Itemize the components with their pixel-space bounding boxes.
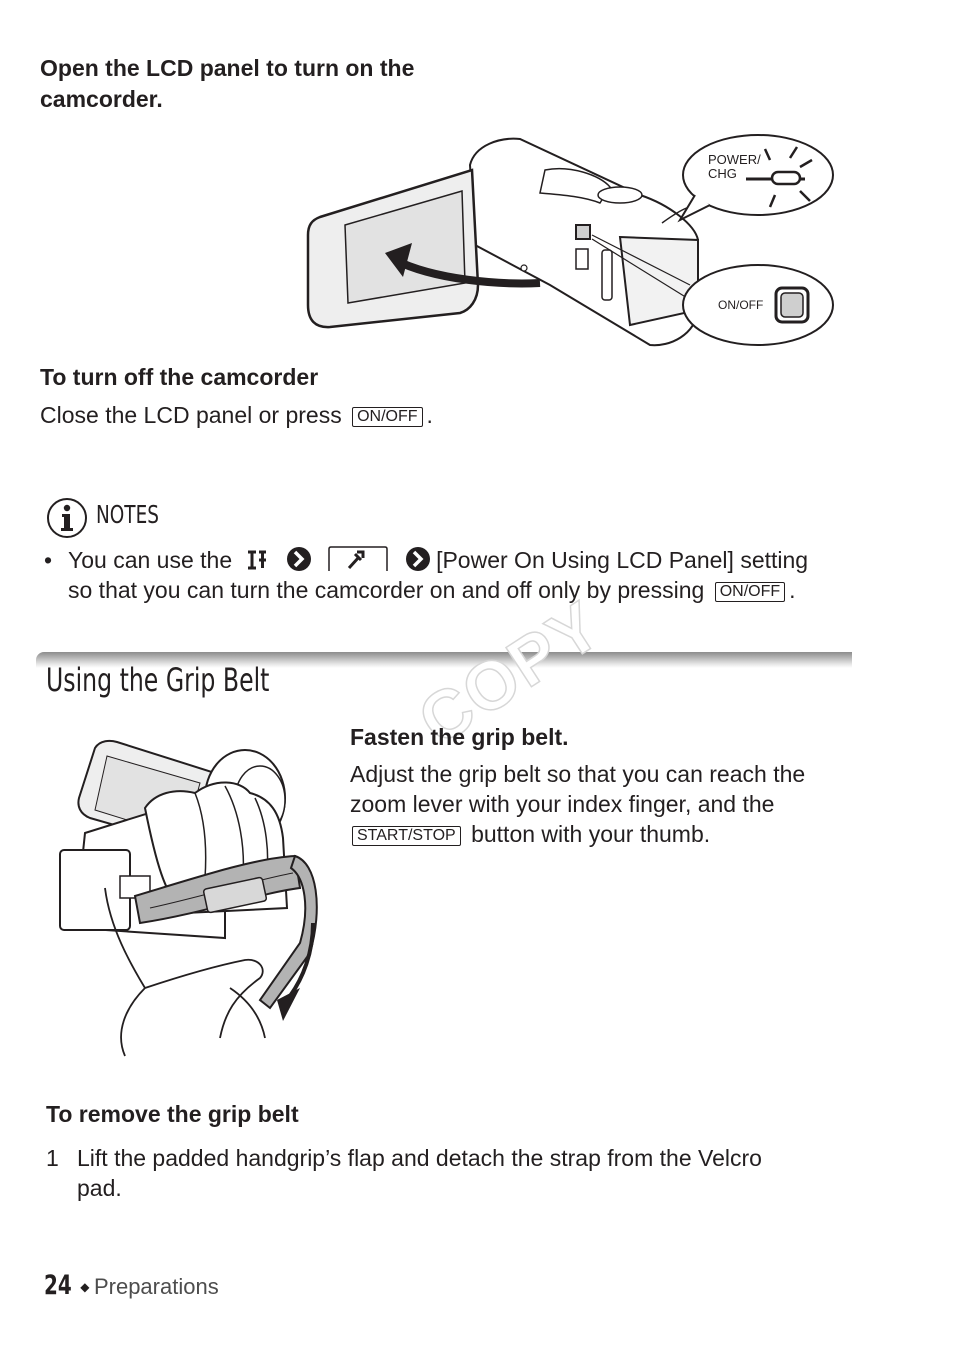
turn-off-text: Close the LCD panel or press ON/OFF.: [40, 400, 433, 430]
remove-step-line-1: Lift the padded handgrip’s flap and deta…: [77, 1145, 762, 1171]
menu-icon: [247, 550, 266, 570]
callout-power-chg-label: POWER/ CHG: [708, 153, 761, 181]
callout-onoff-label: ON/OFF: [718, 298, 764, 312]
remove-heading: To remove the grip belt: [46, 1101, 299, 1127]
turn-off-period: .: [426, 402, 433, 428]
onoff-key: ON/OFF: [352, 407, 423, 427]
arrow-right-icon: [405, 547, 430, 571]
page-number: 24: [44, 1270, 72, 1301]
wrench-tab-icon: [328, 546, 389, 571]
callout-power-line1: POWER/: [708, 152, 761, 167]
instruction-line-1: Open the LCD panel to turn on the: [40, 55, 415, 81]
camcorder-lcd-illustration: [306, 134, 834, 347]
notes-line-2: so that you can turn the camcorder on an…: [68, 575, 796, 605]
turn-off-text-before: Close the LCD panel or press: [40, 402, 342, 428]
callout-power-line2: CHG: [708, 166, 737, 181]
section-divider: [36, 652, 852, 668]
notes-line1-after: [Power On Using LCD Panel] setting: [436, 547, 809, 573]
page-footer: 24 ◆ Preparations: [44, 1270, 219, 1301]
grip-belt-illustration: [59, 739, 318, 1057]
turn-off-heading: To turn off the camcorder: [40, 364, 319, 390]
notes-bullet: •: [44, 547, 53, 573]
instruction-open-lcd: Open the LCD panel to turn on the camcor…: [40, 53, 414, 115]
notes-line2-before: so that you can turn the camcorder on an…: [68, 577, 705, 603]
notes-line-1: You can use the [Power On Using LCD Pane…: [68, 545, 808, 575]
instruction-line-2: camcorder.: [40, 86, 163, 112]
onoff-key: ON/OFF: [714, 582, 786, 602]
remove-step-text: Lift the padded handgrip’s flap and deta…: [77, 1143, 762, 1203]
remove-step-line-2: pad.: [77, 1175, 122, 1201]
footer-section: Preparations: [93, 1274, 219, 1299]
step-text: Adjust the grip belt so that you can rea…: [350, 759, 805, 849]
step-line-2: zoom lever with your index finger, and t…: [350, 791, 775, 817]
step-line-3: START/STOP button with your thumb.: [350, 819, 805, 849]
step-line-1: Adjust the grip belt so that you can rea…: [350, 761, 806, 787]
section-title-grip-belt: Using the Grip Belt: [46, 661, 270, 699]
footer-separator: ◆: [80, 1280, 90, 1294]
info-icon: [47, 498, 87, 538]
step-line3-after: button with your thumb.: [471, 821, 711, 847]
arrow-right-icon: [286, 547, 311, 571]
notes-line1-before: You can use the: [68, 547, 233, 573]
step-heading: Fasten the grip belt.: [350, 724, 569, 750]
notes-label: NOTES: [96, 500, 159, 529]
notes-line2-period: .: [789, 577, 796, 603]
start-stop-key: START/STOP: [352, 826, 461, 846]
remove-step-number: 1: [46, 1145, 59, 1171]
